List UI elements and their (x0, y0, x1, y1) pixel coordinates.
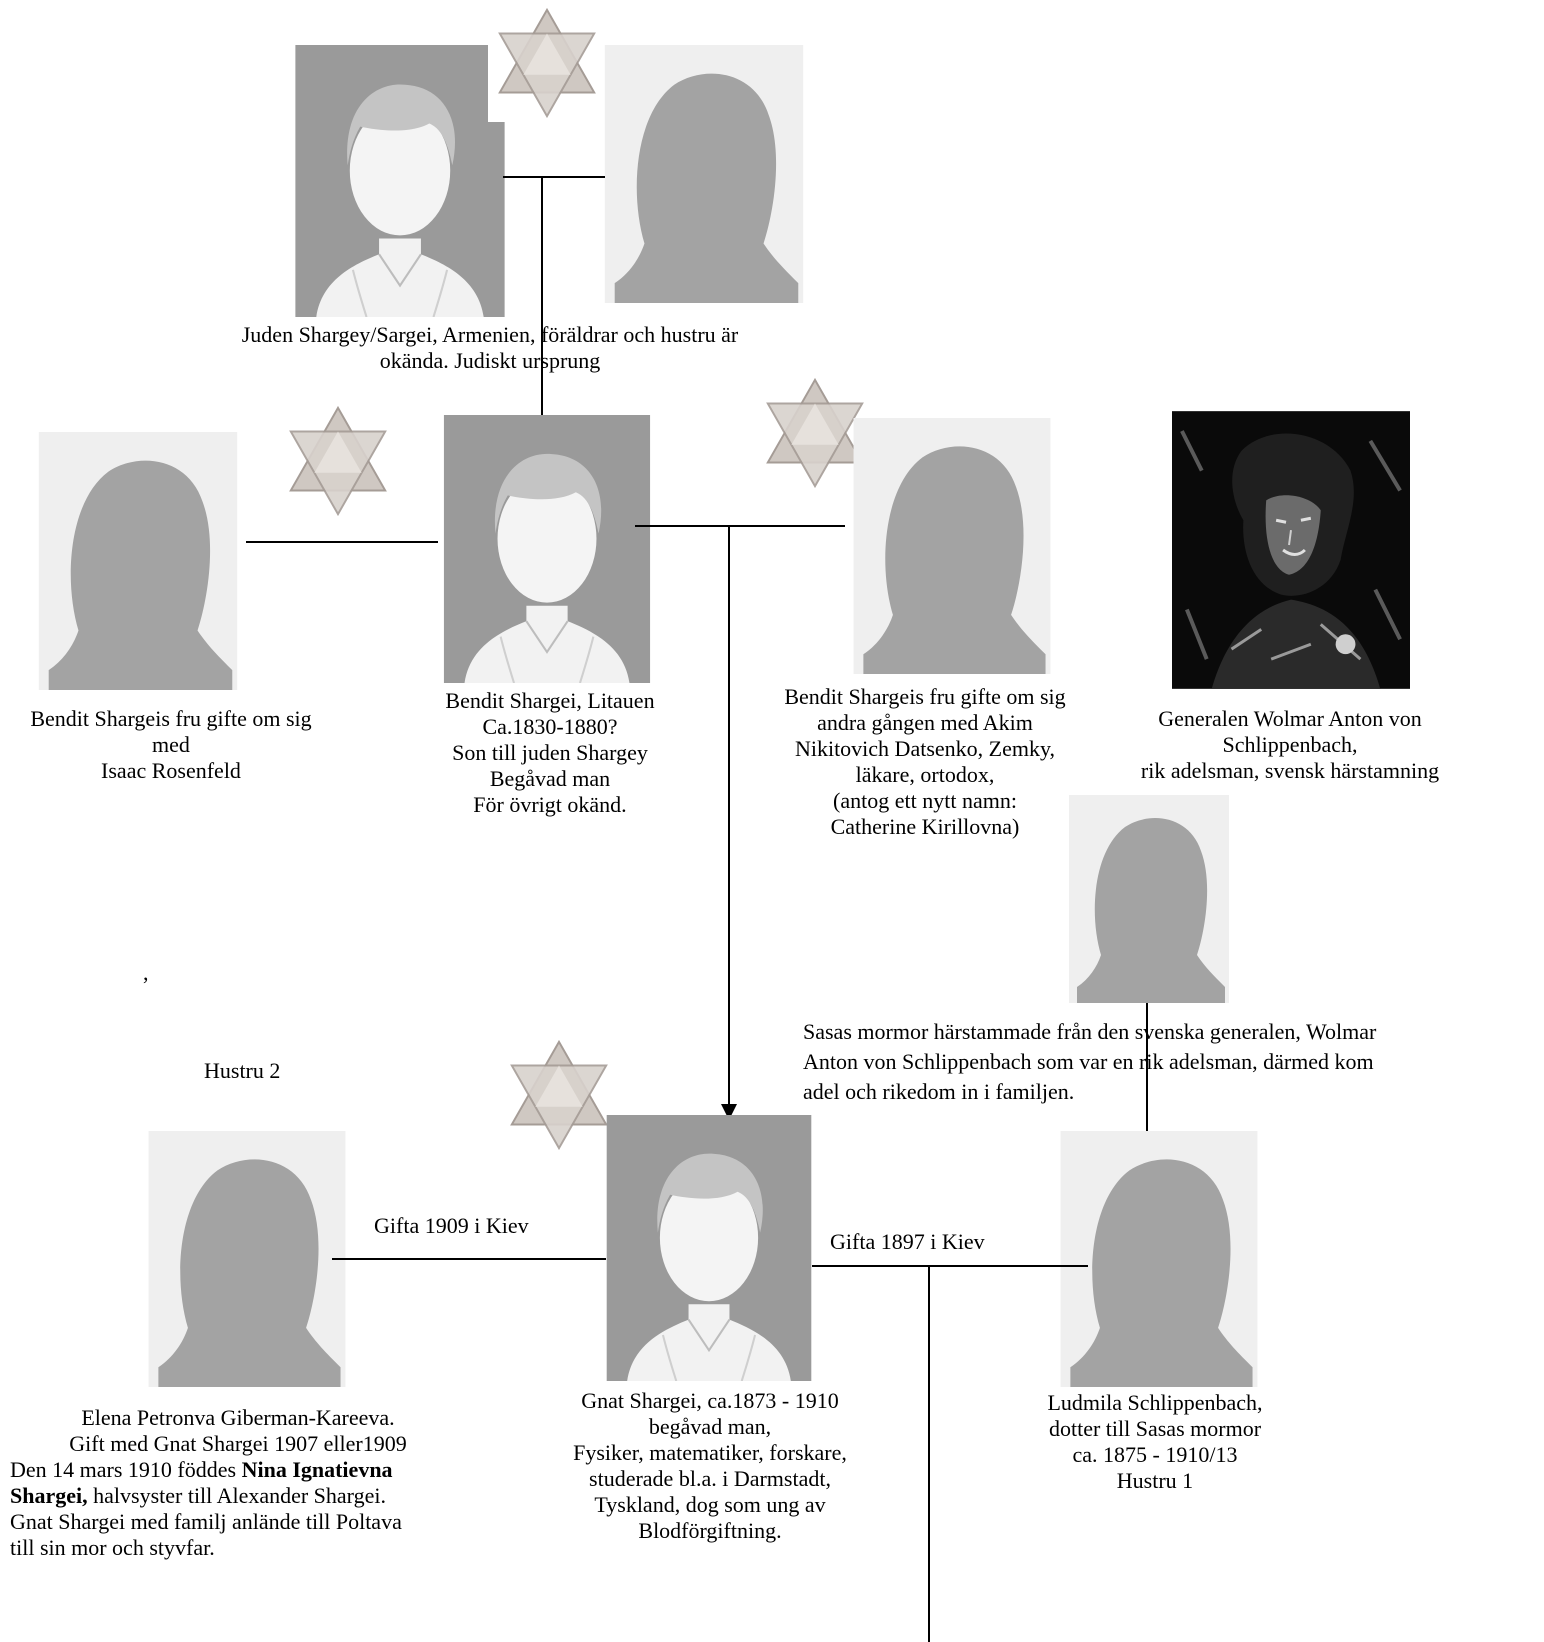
marriage-label-1897: Gifta 1897 i Kiev (830, 1229, 985, 1254)
descent-line-top (541, 176, 543, 424)
marriage-line-bendit-left (246, 541, 438, 543)
marriage-line-bendit-right (635, 525, 845, 527)
gnat-caption: Gnat Shargei, ca.1873 - 1910 begåvad man… (573, 1388, 847, 1543)
descent-line-bendit (728, 525, 730, 1110)
male-silhouette-icon (606, 1115, 812, 1381)
male-silhouette-icon (295, 45, 505, 317)
gnat-portrait (606, 1115, 812, 1381)
elena-portrait (138, 1131, 356, 1387)
marriage-line-gnat-right (812, 1265, 1088, 1267)
star-of-david-icon (488, 4, 606, 122)
ludmila-portrait (1049, 1131, 1269, 1387)
male-silhouette-icon (443, 415, 651, 683)
female-silhouette-icon (595, 45, 813, 303)
bendit-caption: Bendit Shargei, Litauen Ca.1830-1880? So… (445, 688, 655, 817)
female-silhouette-icon (1049, 1131, 1269, 1387)
descent-line-gnat (928, 1265, 930, 1642)
ludmila-caption: Ludmila Schlippenbach, dotter till Sasas… (1047, 1390, 1263, 1493)
bendit-second-wife-caption: Bendit Shargeis fru gifte om sig andra g… (784, 684, 1066, 839)
female-silhouette-icon (1059, 795, 1239, 1003)
general-caption: Generalen Wolmar Anton von Schlippenbach… (1140, 706, 1440, 783)
marriage-label-1909: Gifta 1909 i Kiev (374, 1213, 529, 1238)
bendit-second-wife-portrait (843, 418, 1061, 674)
marriage-line-gnat-left (332, 1258, 606, 1260)
mormor-description: Sasas mormor härstammade från den svensk… (803, 1019, 1377, 1104)
general-engraving-icon (1172, 410, 1410, 690)
sasas-mormor-portrait (1059, 795, 1239, 1003)
elena-caption: Elena Petronva Giberman-Kareeva. Gift me… (10, 1405, 407, 1560)
hustru2-label: Hustru 2 (204, 1058, 281, 1083)
shargey-caption: Juden Shargey/Sargei, Armenien, föräldra… (241, 322, 739, 373)
bendit-portrait (443, 415, 651, 683)
descent-line-mormor (1146, 1003, 1148, 1163)
female-silhouette-icon (138, 1131, 356, 1387)
shargey-portrait (295, 45, 505, 317)
general-portrait (1172, 410, 1410, 690)
star-of-david-icon (500, 1036, 618, 1154)
bendit-first-wife-portrait (28, 432, 248, 690)
stray-comma: , (143, 960, 149, 985)
shargey-wife-portrait (595, 45, 813, 303)
female-silhouette-icon (843, 418, 1061, 674)
female-silhouette-icon (28, 432, 248, 690)
star-of-david-icon (279, 402, 397, 520)
marriage-line-top (503, 176, 605, 178)
bendit-first-wife-caption: Bendit Shargeis fru gifte om sig med Isa… (30, 706, 312, 783)
